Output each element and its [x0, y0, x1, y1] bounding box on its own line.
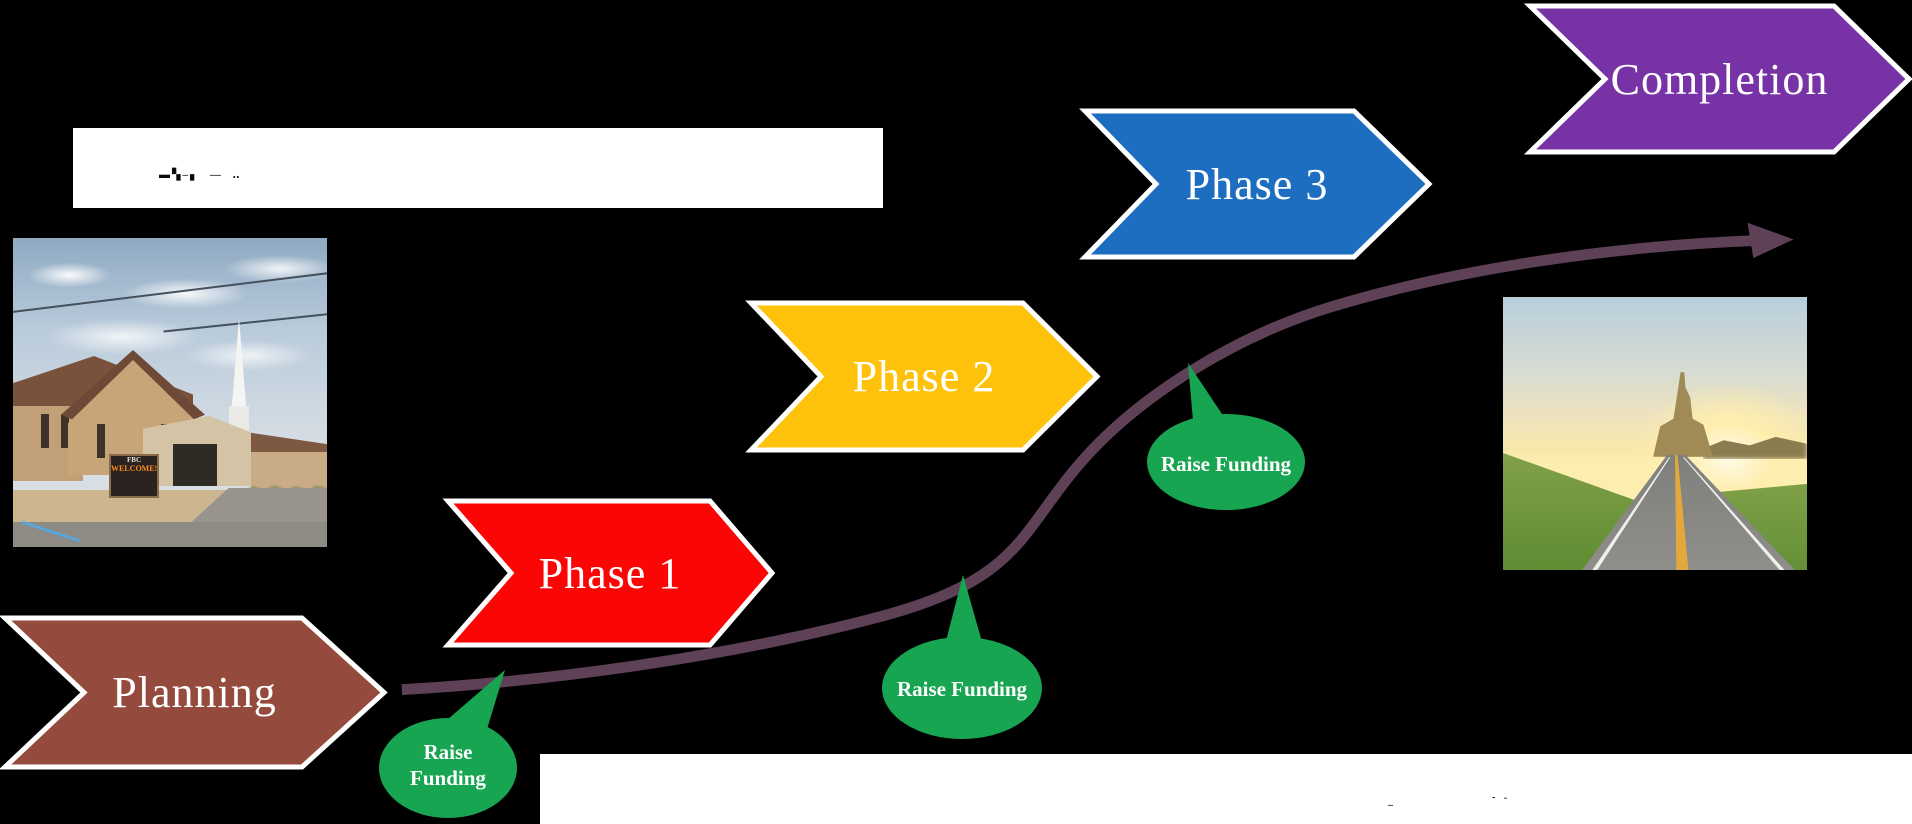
stage-label: Phase 3	[1185, 159, 1329, 209]
progress-curve-arrow	[401, 222, 1794, 695]
bubble-body	[379, 718, 517, 818]
phase3-chevron-shape	[1079, 108, 1433, 260]
stage-arrow-phase-2: Phase 2	[745, 300, 1101, 453]
stage-label: Phase 1	[538, 548, 682, 598]
church-sign-text: FBC	[127, 456, 141, 464]
title-illegible-text: ▬▚‒▖ — ‥	[159, 169, 242, 181]
planning-chevron-shape	[0, 615, 388, 770]
bottom-white-strip: ‒ ‐ ˗	[540, 754, 1912, 824]
treeline	[1703, 436, 1807, 459]
church-window	[97, 424, 105, 458]
church-sign-welcome-text: WELCOME!	[111, 464, 158, 473]
road-photo	[1503, 297, 1807, 570]
bubble-label: Raise Funding	[896, 676, 1028, 701]
raise-funding-bubble-2: Raise Funding	[880, 568, 1046, 740]
bubble-body	[882, 637, 1042, 739]
church-window	[41, 414, 49, 448]
stage-arrow-completion: Completion	[1523, 3, 1912, 155]
church-sign: FBC WELCOME!	[109, 454, 159, 498]
church-photo: FBC WELCOME!	[13, 238, 327, 547]
phase1-chevron-shape	[442, 498, 776, 648]
stage-arrow-planning: Planning	[0, 615, 388, 770]
stage-label: Completion	[1610, 54, 1829, 104]
stage-label: Planning	[112, 668, 277, 717]
church-door	[173, 444, 217, 486]
stage-arrow-phase-3: Phase 3	[1079, 108, 1433, 260]
phase2-chevron-shape	[745, 300, 1101, 453]
completion-chevron-shape	[1523, 3, 1912, 155]
church-window	[61, 414, 69, 448]
stage-arrow-phase-1: Phase 1	[442, 498, 776, 648]
stage-label: Phase 2	[852, 352, 996, 401]
bubble-label: Raise Funding	[1160, 451, 1292, 476]
strip-illegible-mark: ‐ ˗	[1492, 792, 1511, 803]
progress-curve	[401, 235, 1761, 695]
strip-illegible-mark: ‒	[1388, 800, 1396, 811]
bubble-label: Raise Funding	[410, 739, 486, 790]
raise-funding-bubble-3: Raise Funding	[1143, 356, 1311, 514]
connector-arrowhead-icon	[1747, 222, 1794, 259]
title-box: ▬▚‒▖ — ‥	[73, 128, 883, 208]
raise-funding-bubble-1: Raise Funding	[378, 656, 524, 822]
bubble-body	[1147, 414, 1305, 510]
